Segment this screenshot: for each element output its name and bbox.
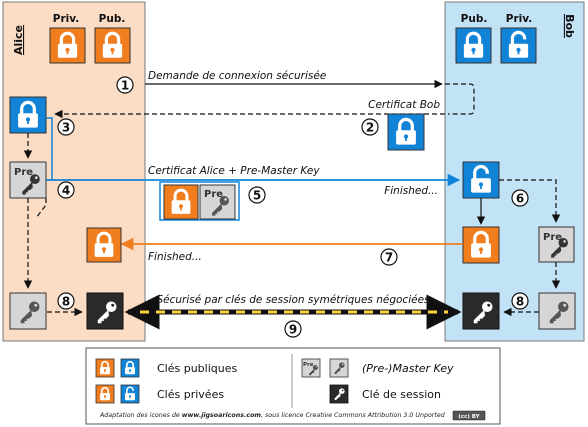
svg-text:Pre: Pre bbox=[543, 232, 562, 243]
cc-license-badge: (cc) BY bbox=[452, 410, 486, 421]
step7-number: 7 bbox=[385, 251, 393, 265]
legend-pre-key-icon: Pre bbox=[301, 358, 321, 378]
svg-text:(cc) BY: (cc) BY bbox=[458, 414, 480, 420]
step6-badge bbox=[511, 189, 529, 207]
step8-number-bob: 8 bbox=[516, 295, 524, 309]
step4-number: 4 bbox=[62, 184, 70, 198]
step5-pre-key-icon: Pre bbox=[199, 184, 236, 220]
alice-private-lock-icon bbox=[49, 27, 86, 64]
step1-label: Demande de connexion sécurisée bbox=[148, 70, 326, 82]
legend-private-keys-label: Clés privées bbox=[157, 388, 224, 401]
bob-received-open-lock-icon bbox=[462, 161, 500, 199]
bob-priv-header: Priv. bbox=[506, 13, 532, 25]
step4-badge bbox=[57, 181, 75, 199]
svg-text:Pre: Pre bbox=[14, 167, 33, 178]
bob-certificate-lock-icon bbox=[387, 113, 425, 151]
legend-public-orange-lock-icon bbox=[95, 358, 115, 378]
alice-public-lock-icon bbox=[94, 27, 131, 64]
step1-number: 1 bbox=[121, 79, 129, 93]
step5-orange-lock-icon bbox=[163, 184, 199, 220]
credit-text: Adaptation des icones de www.jigsoaricon… bbox=[99, 411, 446, 419]
svg-text:Pre: Pre bbox=[204, 189, 223, 200]
legend-private-orange-lock-icon bbox=[95, 384, 115, 404]
step3-badge bbox=[57, 118, 75, 136]
alice-pub-header: Pub. bbox=[99, 13, 126, 25]
step3-number: 3 bbox=[62, 121, 70, 135]
legend-public-blue-lock-icon bbox=[120, 358, 140, 378]
step4-label: Certificat Alice + Pre-Master Key bbox=[148, 165, 320, 177]
alice-priv-header: Priv. bbox=[53, 13, 79, 25]
credit-site: www.jigsoaricons.com bbox=[182, 412, 262, 419]
step9-number: 9 bbox=[289, 323, 297, 337]
bob-loop-connector bbox=[445, 83, 475, 115]
step9-label: Sécurisé par clés de session symétriques… bbox=[156, 294, 430, 306]
step7-badge bbox=[380, 248, 398, 266]
alice-blue-link bbox=[46, 117, 53, 180]
legend-master-key-label: (Pre-)Master Key bbox=[362, 362, 454, 375]
legend-box bbox=[85, 347, 501, 425]
bob-master-key-icon bbox=[538, 292, 576, 330]
step8-number-alice: 8 bbox=[62, 295, 70, 309]
bob-label: Bob bbox=[563, 14, 576, 38]
legend-session-key-icon bbox=[329, 384, 349, 404]
bob-orange-lock-icon bbox=[462, 226, 500, 264]
alice-pre-side-connector bbox=[35, 198, 47, 219]
step5-package-frame bbox=[159, 181, 240, 221]
legend-session-key-label: Clé de session bbox=[362, 388, 441, 401]
step7-label: Finished... bbox=[148, 251, 202, 263]
step1-badge bbox=[116, 76, 134, 94]
bob-lock-right-connector bbox=[499, 179, 561, 223]
bob-public-lock-icon bbox=[455, 27, 492, 64]
bob-private-lock-icon bbox=[500, 27, 537, 64]
step9-badge bbox=[284, 320, 302, 338]
step8-badge-bob bbox=[511, 292, 529, 310]
legend-public-keys-label: Clés publiques bbox=[157, 362, 238, 375]
step5-number: 5 bbox=[253, 189, 261, 203]
step2-badge bbox=[361, 118, 379, 136]
alice-pre-master-key-icon: Pre bbox=[9, 161, 47, 199]
bob-pre-master-key-icon: Pre bbox=[538, 226, 575, 263]
legend-private-blue-lock-icon bbox=[120, 384, 140, 404]
step5-badge bbox=[248, 186, 266, 204]
alice-received-bob-lock-icon bbox=[9, 96, 47, 134]
alice-session-key-icon bbox=[86, 292, 124, 330]
alice-received-finished-lock-icon bbox=[86, 227, 122, 263]
svg-text:Pre: Pre bbox=[303, 362, 314, 368]
bob-session-key-icon bbox=[462, 292, 500, 330]
alice-label: Alice bbox=[12, 25, 25, 55]
step2-label: Certificat Bob bbox=[368, 99, 440, 111]
bob-pub-header: Pub. bbox=[461, 13, 488, 25]
step6-number: 6 bbox=[516, 192, 524, 206]
legend-master-key-icon bbox=[329, 358, 349, 378]
alice-master-key-icon bbox=[9, 292, 47, 330]
step2-number: 2 bbox=[366, 121, 374, 135]
step5-finished-label: Finished... bbox=[384, 185, 438, 197]
step8-badge-alice bbox=[57, 292, 75, 310]
